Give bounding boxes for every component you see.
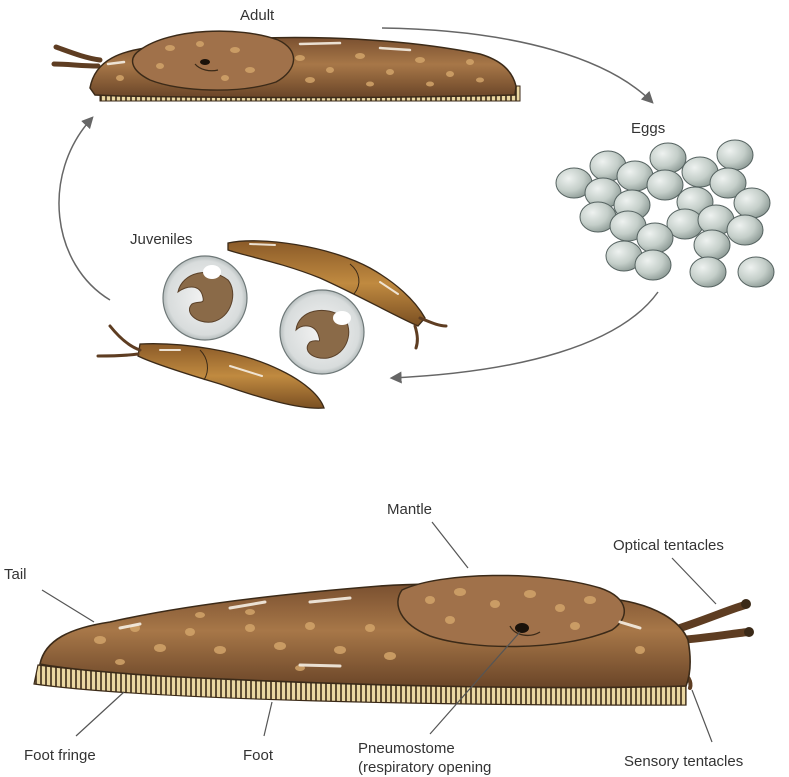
adult-slug-illustration (54, 31, 520, 101)
mantle-leader (432, 522, 468, 568)
anatomy-slug-illustration (34, 575, 754, 705)
tail-leader (42, 590, 94, 622)
optical-tentacles-label: Optical tentacles (613, 537, 724, 554)
eggs-label: Eggs (631, 120, 665, 137)
foot-fringe-leader (76, 692, 124, 736)
foot-fringe-label: Foot fringe (24, 747, 96, 764)
pneumostome-note-label: (respiratory opening (358, 759, 491, 776)
juveniles-label: Juveniles (130, 231, 193, 248)
optical-tentacles-leader (672, 558, 716, 604)
foot-leader (264, 702, 272, 736)
sensory-tentacles-label: Sensory tentacles (624, 753, 743, 770)
foot-label: Foot (243, 747, 274, 764)
arrow-eggs-to-juveniles (392, 292, 658, 378)
mantle-label: Mantle (387, 501, 432, 518)
sensory-tentacles-leader (692, 690, 712, 742)
adult-label: Adult (240, 7, 275, 24)
arrow-juveniles-to-adult (59, 118, 110, 300)
pneumostome-label: Pneumostome (358, 740, 455, 757)
eggs-cluster-illustration (556, 140, 774, 287)
tail-label: Tail (4, 566, 27, 583)
